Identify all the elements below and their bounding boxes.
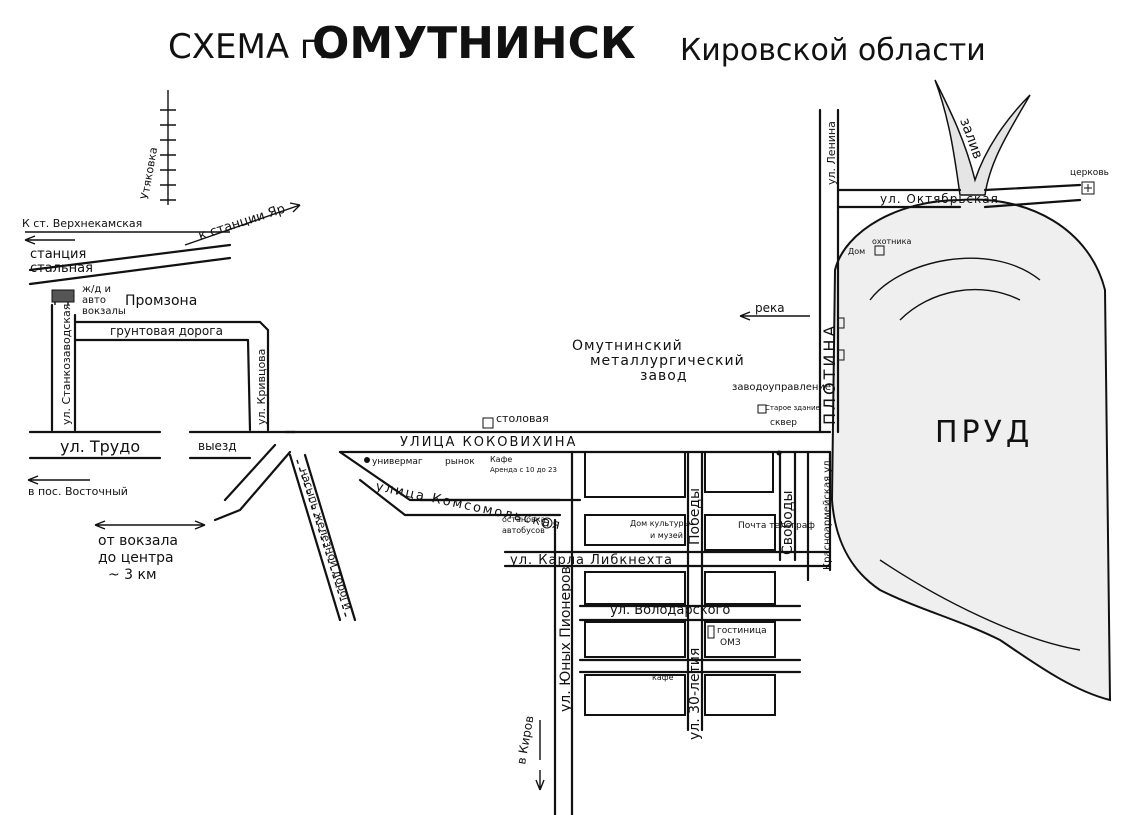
bus-stop-icon bbox=[541, 517, 553, 529]
label-stankozavodskaya: ул. Станкозаводская bbox=[60, 304, 73, 425]
label-dom-okhotnika-2: Дом bbox=[848, 247, 865, 256]
label-vokzaly-1: ж/д и bbox=[82, 284, 111, 295]
label-pobedy: Победы bbox=[687, 488, 703, 545]
skver-icon bbox=[757, 404, 767, 414]
label-zavod-3: завод bbox=[640, 368, 688, 384]
label-krivtsova: ул. Кривцова bbox=[255, 349, 268, 425]
station-building-icon bbox=[51, 289, 75, 303]
hunters-house-icon bbox=[874, 245, 885, 256]
railway-line bbox=[160, 90, 176, 205]
label-pochta: Почта телеграф bbox=[738, 521, 815, 531]
label-ostanovka-2: автобусов bbox=[502, 526, 545, 535]
label-gostinitsa-1: гостиница bbox=[717, 626, 767, 636]
label-sdaetsya: Аренда с 10 до 23 bbox=[490, 466, 557, 474]
railway-embankment bbox=[288, 453, 357, 622]
label-zavod-2: металлургический bbox=[590, 353, 745, 369]
label-volodarskogo: ул. Володарского bbox=[610, 603, 730, 618]
label-reka: река bbox=[755, 301, 785, 315]
direction-arrows bbox=[24, 202, 810, 791]
sluice-icon bbox=[837, 317, 845, 329]
church-icon bbox=[1081, 181, 1095, 195]
univermag-icon bbox=[364, 457, 370, 463]
label-old-building: Старое здание bbox=[765, 404, 820, 412]
label-station-2: стальная bbox=[30, 261, 93, 276]
label-liebknecht: ул. Карла Либкнехта bbox=[510, 553, 673, 568]
label-vokzaly-3: вокзалы bbox=[82, 306, 126, 317]
label-plotina: ПЛОТИНА bbox=[820, 323, 839, 425]
utyakovka-label: Утяковка bbox=[138, 146, 160, 200]
label-kafe-2: кафе bbox=[652, 673, 674, 682]
label-gruntovaya: грунтовая дорога bbox=[110, 324, 223, 338]
label-to-vostochny: в пос. Восточный bbox=[28, 485, 128, 498]
label-oktyabrskaya: ул. Октябрьская bbox=[880, 192, 999, 206]
label-to-kirov: в Киров bbox=[514, 715, 536, 766]
cross-icon bbox=[1084, 184, 1092, 192]
pond-shading bbox=[869, 257, 1081, 651]
label-from-vokzal-2: до центра bbox=[98, 550, 174, 566]
label-zavod-1: Омутнинский bbox=[572, 338, 683, 354]
label-to-verkhnekamskaya: К ст. Верхнекамская bbox=[22, 217, 142, 230]
label-rynok: рынок bbox=[445, 457, 475, 467]
map-title: СХЕМА г. ОМУТНИНСК Кировской области bbox=[168, 18, 986, 69]
label-to-yar: к станции Яр bbox=[197, 202, 288, 244]
sluice-icon-2 bbox=[837, 349, 845, 361]
label-gostinitsa-2: ОМЗ bbox=[720, 638, 741, 648]
label-vokzaly-2: авто bbox=[82, 295, 106, 306]
title-city: ОМУТНИНСК bbox=[312, 18, 636, 69]
label-30-letiya: ул. 30-летия bbox=[687, 648, 703, 740]
point-marker-icon bbox=[776, 450, 782, 456]
label-svobody: Свободы bbox=[780, 490, 796, 555]
label-dom-okhotnika-1: охотника bbox=[872, 237, 911, 246]
label-tserkov: церковь bbox=[1070, 168, 1109, 178]
label-muzey: и музей bbox=[650, 531, 683, 540]
label-stolovaya: столовая bbox=[496, 412, 549, 425]
label-ostanovka-1: остановка bbox=[502, 515, 546, 524]
label-krasnoarmeyskaya: Красноармейская ул. bbox=[822, 457, 833, 570]
label-lenina: ул. Ленина bbox=[825, 121, 838, 185]
pond-label: ПРУД bbox=[935, 415, 1033, 450]
label-promzona: Промзона bbox=[125, 293, 197, 309]
hotel-icon bbox=[707, 625, 715, 639]
label-kafe: Кафе bbox=[490, 455, 512, 464]
pond bbox=[830, 198, 1112, 702]
rail-label: насыпь железной дороги bbox=[297, 467, 355, 612]
label-station: станция bbox=[30, 247, 86, 262]
roads bbox=[25, 108, 1082, 815]
bay bbox=[934, 79, 1031, 196]
title-region: Кировской области bbox=[680, 33, 986, 68]
label-skver: сквер bbox=[770, 418, 797, 428]
label-dom-kultury: Дом культуры bbox=[630, 519, 690, 528]
label-vyezd: выезд bbox=[198, 439, 237, 453]
label-zavodoupravlenie: заводоуправление bbox=[732, 382, 831, 393]
label-kokovikhina: УЛИЦА КОКОВИХИНА bbox=[400, 435, 577, 450]
canteen-icon bbox=[482, 417, 494, 429]
label-from-vokzal-1: от вокзала bbox=[98, 533, 178, 549]
label-yunykh-pionerov: ул. Юных Пионеров bbox=[558, 566, 574, 712]
label-from-vokzal-3: ~ 3 км bbox=[108, 567, 157, 583]
title-part1: СХЕМА г. bbox=[168, 27, 329, 67]
label-univermag: универмаг bbox=[372, 457, 423, 467]
label-truda: ул. Трудо bbox=[60, 437, 140, 456]
city-blocks bbox=[584, 451, 776, 716]
map-labels: К ст. Верхнекамская к станции Яр станция… bbox=[22, 121, 1109, 765]
